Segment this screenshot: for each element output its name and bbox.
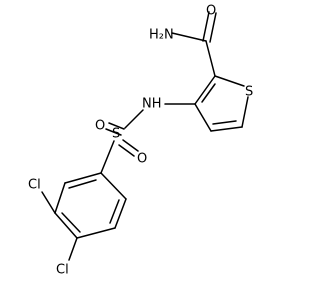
bond-amide-n [171,32,207,42]
bond-ar-c1-c2 [64,172,102,184]
atom-label-amide-n: H₂N [149,28,174,43]
atom-label-amide-o: O [206,4,216,19]
bond-ar-c5-c6 [114,198,127,229]
bond-ar-c3-c4-inner [61,212,81,233]
bond-ar-c5-c6-inner [109,199,120,224]
bond-carbonyl-2 [209,12,217,43]
molecule-canvas: O H₂N S NH S O O Cl Cl [28,4,253,278]
bond-ar-c3-cl [41,191,56,214]
bond-ring-c2-s [214,75,245,87]
atom-label-amine-nh: NH [142,97,162,112]
atom-label-cl-4: Cl [56,263,69,278]
atom-label-sulfonyl-s: S [112,127,120,142]
bond-nh-so2 [124,109,144,129]
atom-label-cl-3: Cl [28,178,41,193]
bond-ring-c3-c2-inner [201,83,216,103]
bond-ring-c5-c4 [210,126,243,132]
atom-labels: O H₂N S NH S O O Cl Cl [28,4,253,278]
bond-ar-c4-c5 [76,227,116,239]
atom-label-sulfonyl-o1: O [95,119,105,134]
bond-ar-c1-c2-inner [68,179,97,189]
bond-ar-c4-cl [68,237,78,261]
bond-amide-c2 [205,40,216,77]
bond-so2-o2-a [122,139,139,152]
bonds [41,11,249,261]
bond-ar-c6-c1 [100,172,127,200]
bond-so2-o2-b [118,144,135,157]
atom-label-sulfonyl-o2: O [137,152,147,167]
bond-ring-s-c5 [241,96,249,128]
bond-ar-c3-c4 [54,212,78,239]
atom-label-ring-s: S [245,85,253,100]
bond-ar-c2-c3 [54,182,66,214]
bond-ring-c5-c4-inner [212,120,237,125]
bond-so2-aryl [100,140,115,174]
bond-ring-c4-c3 [194,103,212,132]
bond-so2-o1-b [105,128,122,136]
bond-carbonyl-1 [202,11,210,42]
structure-drawing: O H₂N S NH S O O Cl Cl [28,4,253,278]
bond-ring-c3-c2 [194,75,216,105]
bond-so2-o1-a [108,122,125,130]
